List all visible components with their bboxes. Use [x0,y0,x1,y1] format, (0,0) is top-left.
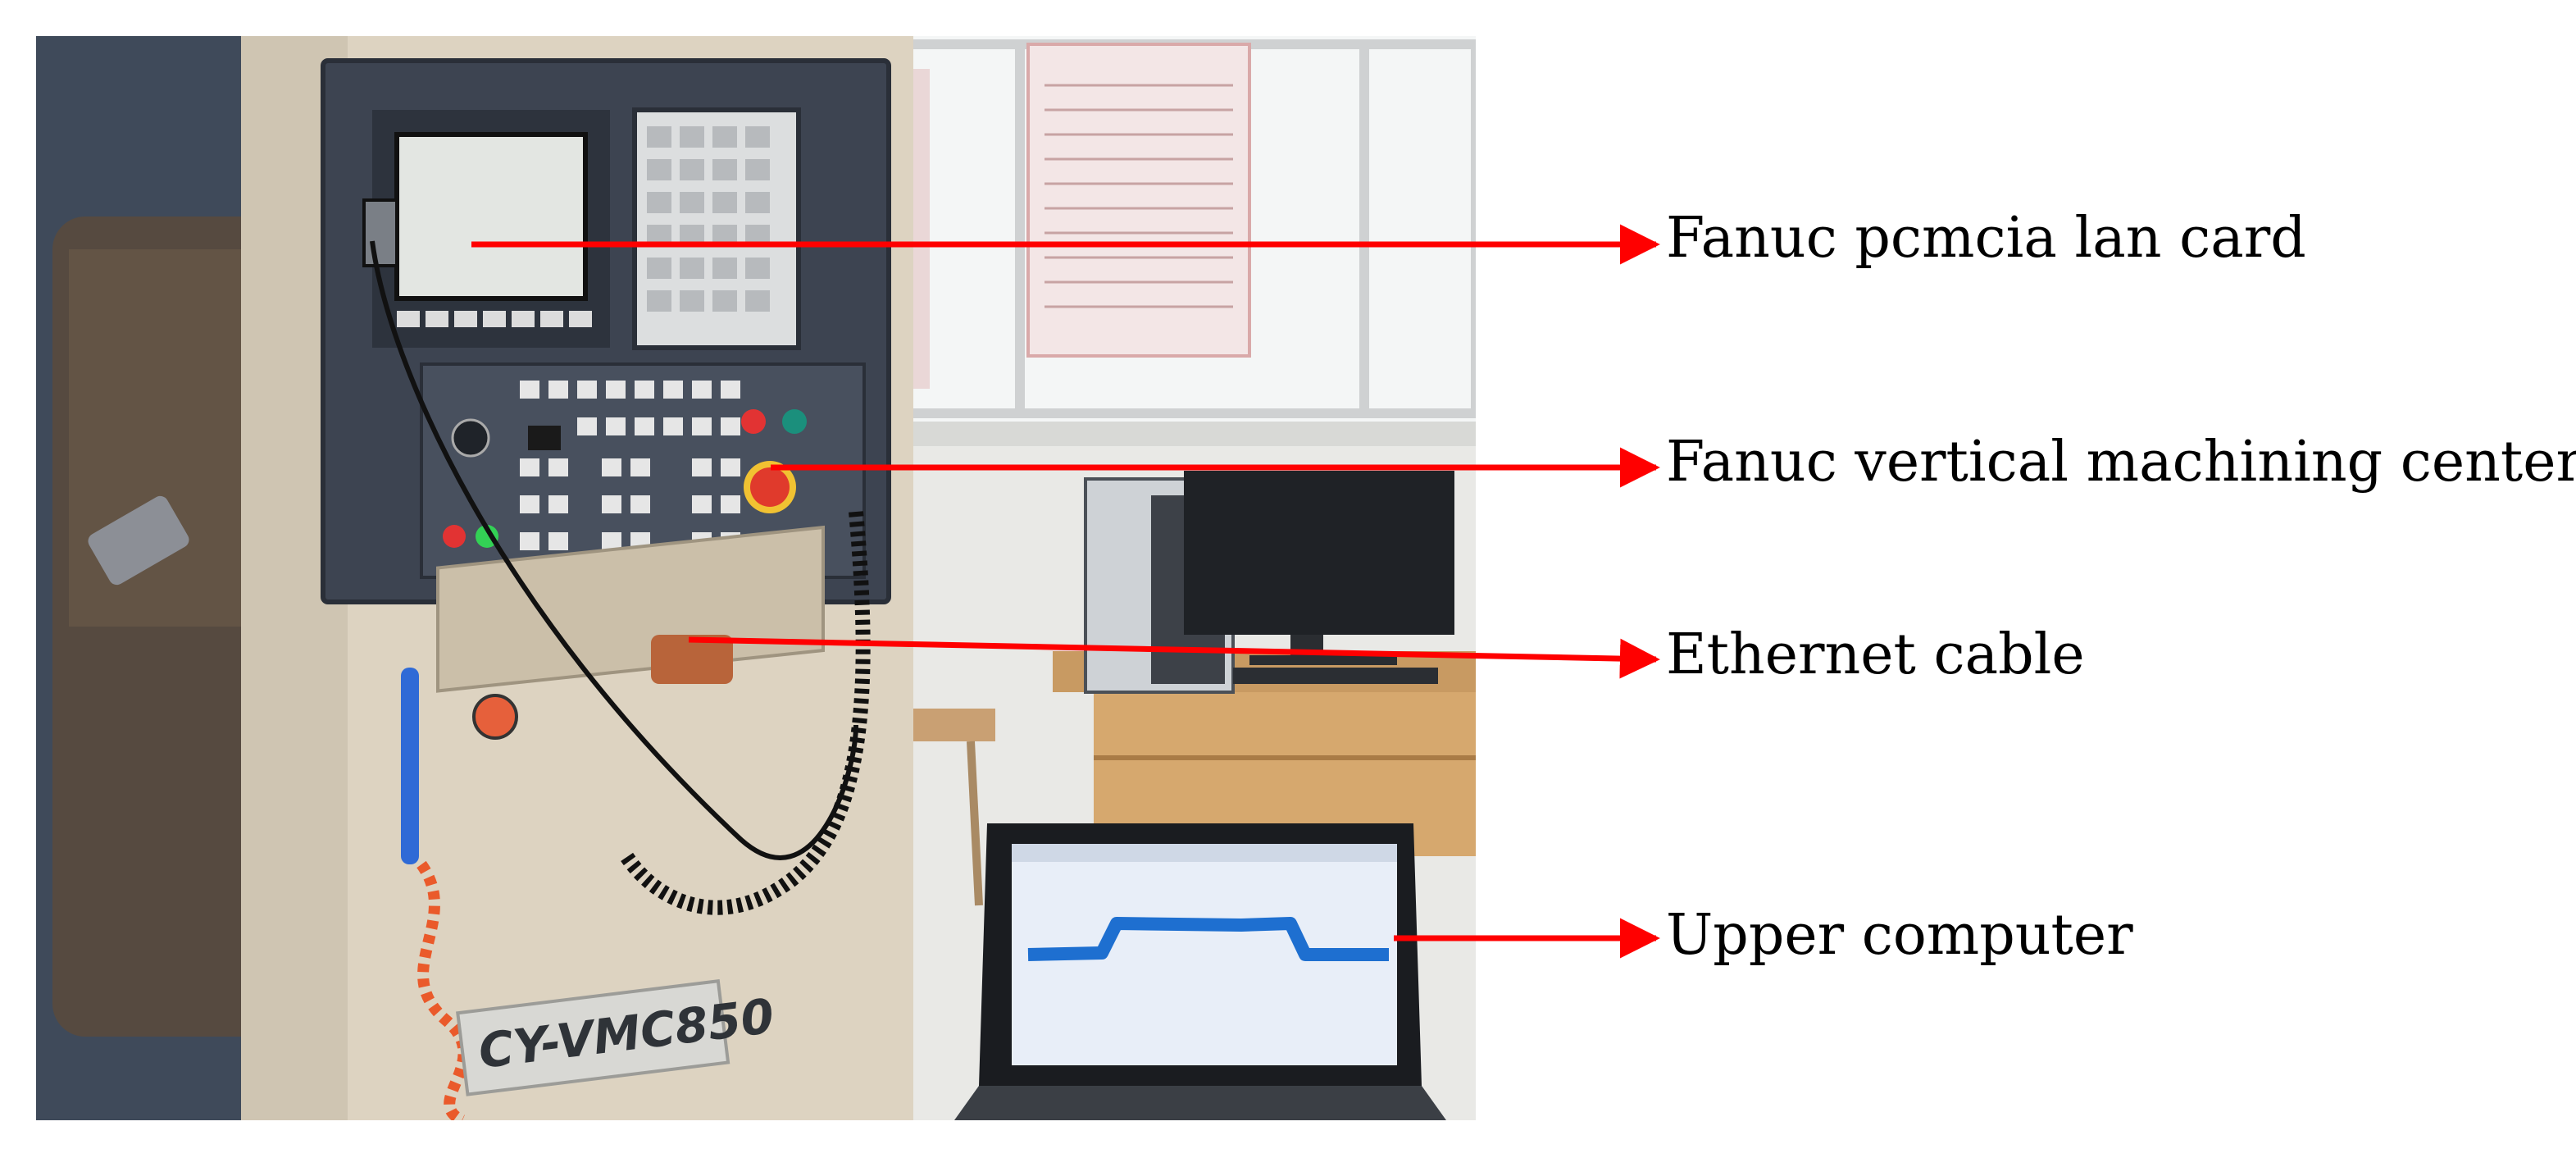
label-lan-card: Fanuc pcmcia lan card [1666,206,2306,271]
desktop-monitor [1184,471,1454,635]
orange-gauge [472,694,518,740]
cnc-screen [394,132,588,301]
label-ethernet-cable: Ethernet cable [1666,622,2085,687]
machine-plate [456,979,730,1096]
laptop [954,823,1446,1120]
machine-shop-photo: CY-VMC850 [36,36,1476,1120]
digit-display [528,426,561,450]
wall-notice [1026,43,1251,358]
pcmcia-card-slot [362,198,398,267]
keyboard [1233,668,1438,684]
spindle-override-dial [451,418,490,458]
coiled-cable [620,511,871,915]
black-ethernet-cable [370,240,858,860]
red-button-top [741,409,766,434]
red-button [443,525,466,548]
label-machining-center: Fanuc vertical machining center [1666,430,2576,495]
laptop-signal-waveform [1027,917,1389,961]
cnc-softkeys [397,311,592,327]
copper-part [651,635,733,684]
teal-button-top [782,409,807,434]
machine-door-handle [88,495,189,586]
label-upper-computer: Upper computer [1666,903,2133,968]
keypad-keys [647,126,770,312]
blue-air-hose [401,668,419,864]
notice-text-lines [1045,84,1233,308]
window-sill [856,422,1476,446]
orange-coiled-hose [416,860,470,1120]
